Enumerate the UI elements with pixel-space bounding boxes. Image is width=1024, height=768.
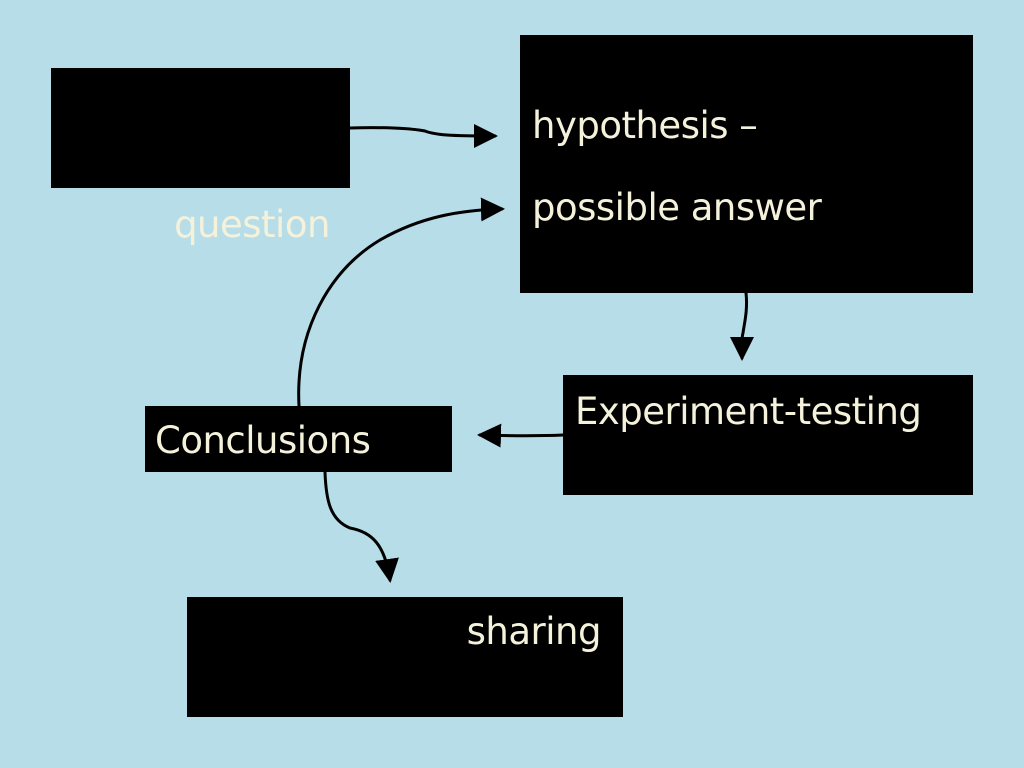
sharing-label: sharing	[466, 610, 602, 653]
conclusions-label: Conclusions	[155, 419, 371, 462]
hypothesis-label-line1: hypothesis –	[532, 104, 758, 147]
sharing-box: sharing	[187, 597, 623, 717]
conclusions-box: Conclusions	[145, 406, 452, 472]
question-label: question	[174, 203, 330, 246]
experiment-box: Experiment-testing	[563, 375, 973, 495]
hypothesis-box: hypothesis – possible answer	[520, 35, 973, 293]
arrow-conclusions-to-sharing	[323, 470, 399, 583]
hypothesis-label-line2: possible answer	[532, 186, 822, 229]
arrow-hypothesis-to-experiment	[729, 291, 754, 361]
arrow-question-to-hypothesis	[348, 123, 498, 148]
question-box: question	[51, 68, 350, 243]
experiment-label: Experiment-testing	[575, 390, 922, 433]
arrow-experiment-to-conclusions	[477, 423, 565, 448]
arrow-conclusions-to-hypothesis	[297, 197, 505, 408]
